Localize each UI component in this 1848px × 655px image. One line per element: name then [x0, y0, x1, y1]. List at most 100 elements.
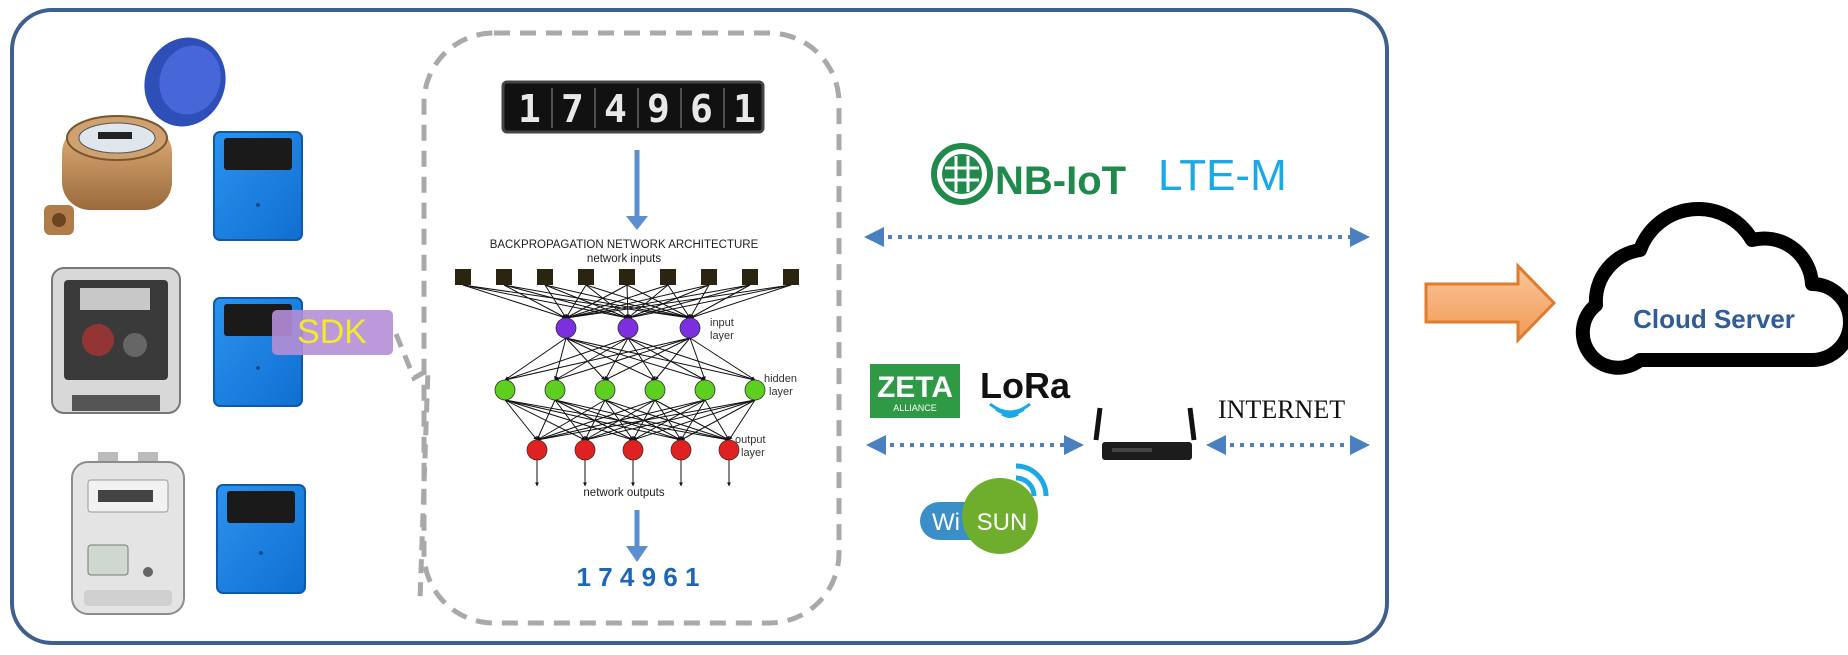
nn-connection	[627, 337, 756, 381]
nn-title: BACKPROPAGATION NETWORK ARCHITECTURE	[490, 239, 759, 251]
nn-connection	[553, 337, 567, 381]
router-icon	[1093, 407, 1197, 460]
nn-input-node	[496, 269, 512, 285]
nn-output-layer-node	[718, 439, 740, 461]
zeta-sub-label: ALLIANCE	[893, 403, 937, 413]
nn-output-layer-node	[526, 439, 548, 461]
nn-connection	[565, 284, 628, 319]
nn-connection	[632, 399, 756, 441]
nn-connection	[565, 337, 706, 381]
nn-hidden-layer-node	[644, 379, 666, 401]
nn-connection	[565, 337, 606, 381]
sdk-connector-dashed	[393, 333, 431, 601]
orange-arrow-to-cloud	[1424, 262, 1557, 344]
nn-connection	[554, 337, 691, 381]
nn-connection	[536, 399, 556, 441]
nn-hidden-layer-label-2: layer	[769, 386, 793, 398]
nn-connection	[565, 284, 751, 320]
nn-input-node	[660, 269, 676, 285]
nn-connection	[627, 337, 706, 381]
nn-output-layer-label-1: output	[735, 434, 766, 446]
nn-connection	[565, 337, 656, 381]
nn-connection	[554, 399, 634, 441]
result-digits: 1 7 4 9 6 1	[577, 562, 700, 592]
nn-connection	[554, 337, 629, 381]
nn-inputs-label: network inputs	[587, 253, 661, 265]
nn-connection	[627, 284, 751, 319]
wi-sun-logo: Wi SUN	[920, 463, 1049, 554]
nn-outputs-label: network outputs	[583, 487, 664, 499]
nn-connection	[536, 399, 706, 442]
nn-connection	[585, 284, 629, 319]
lora-logo: LoRa	[980, 365, 1071, 418]
lora-label: LoRa	[980, 365, 1071, 406]
wisun-wi-label: Wi	[932, 509, 960, 536]
cloud-server-label: Cloud Server	[1633, 304, 1795, 334]
nn-hidden-layer-node	[694, 379, 716, 401]
nn-input-node	[619, 269, 635, 285]
nn-connection	[584, 399, 756, 442]
nn-connection	[625, 284, 630, 319]
photo-digit: 7	[561, 87, 584, 131]
nn-connection	[544, 284, 629, 319]
recognition-panel	[421, 30, 842, 626]
nn-connection	[565, 284, 792, 320]
nn-connection	[504, 399, 538, 441]
nn-input-layer-node	[555, 317, 577, 339]
nn-connection	[462, 284, 567, 319]
nn-connection	[689, 284, 710, 319]
nn-hidden-layer-node	[494, 379, 516, 401]
nn-connection	[565, 284, 587, 319]
nn-input-node	[742, 269, 758, 285]
nn-input-layer-node	[679, 317, 701, 339]
gas-meter-icon	[71, 452, 185, 615]
water-meter-icon	[44, 37, 226, 235]
nn-connection	[554, 399, 682, 441]
nn-input-node	[783, 269, 799, 285]
nn-connection	[565, 337, 756, 382]
cloud-icon	[1575, 202, 1848, 375]
neural-network	[455, 269, 799, 487]
nn-output-layer-node	[622, 439, 644, 461]
nn-connection	[544, 284, 567, 319]
nn-connection	[627, 284, 792, 320]
nn-connection	[604, 399, 682, 441]
camera-reader-device-icon	[213, 131, 303, 241]
nn-hidden-layer-node	[744, 379, 766, 401]
nn-hidden-layer-node	[544, 379, 566, 401]
lte-m-label: LTE-M	[1158, 151, 1287, 200]
sdk-badge: SDK	[272, 310, 393, 355]
nn-connection	[604, 337, 629, 381]
nn-connection	[565, 284, 710, 320]
nn-connection	[604, 337, 691, 381]
wisun-sun-label: SUN	[977, 509, 1028, 536]
nn-input-node	[537, 269, 553, 285]
nn-connection	[504, 337, 691, 382]
nn-connection	[654, 399, 730, 441]
nn-connection	[504, 337, 629, 381]
photo-digit: 1	[733, 87, 756, 131]
nn-connection	[728, 399, 756, 441]
nn-connection	[503, 284, 629, 320]
nn-input-node	[701, 269, 717, 285]
nn-connection	[689, 337, 706, 381]
nn-connection	[536, 399, 606, 441]
nn-connection	[627, 284, 669, 319]
nn-connection	[689, 284, 751, 319]
electric-meter-icon	[51, 267, 181, 414]
zeta-alliance-logo: ZETA ALLIANCE	[870, 364, 960, 418]
nb-iot-label: NB-IoT	[995, 159, 1126, 203]
nn-connection	[689, 337, 756, 381]
nb-iot-globe-icon	[931, 143, 993, 205]
photo-digit: 1	[518, 87, 541, 131]
nn-hidden-layer-label-1: hidden	[764, 373, 797, 385]
photo-digit: 9	[647, 87, 670, 131]
sdk-label: SDK	[297, 313, 367, 351]
nn-output-layer-node	[574, 439, 596, 461]
nn-input-layer-node	[617, 317, 639, 339]
nn-connection	[604, 399, 730, 441]
nn-connection	[627, 284, 710, 319]
nn-connection	[654, 337, 691, 381]
